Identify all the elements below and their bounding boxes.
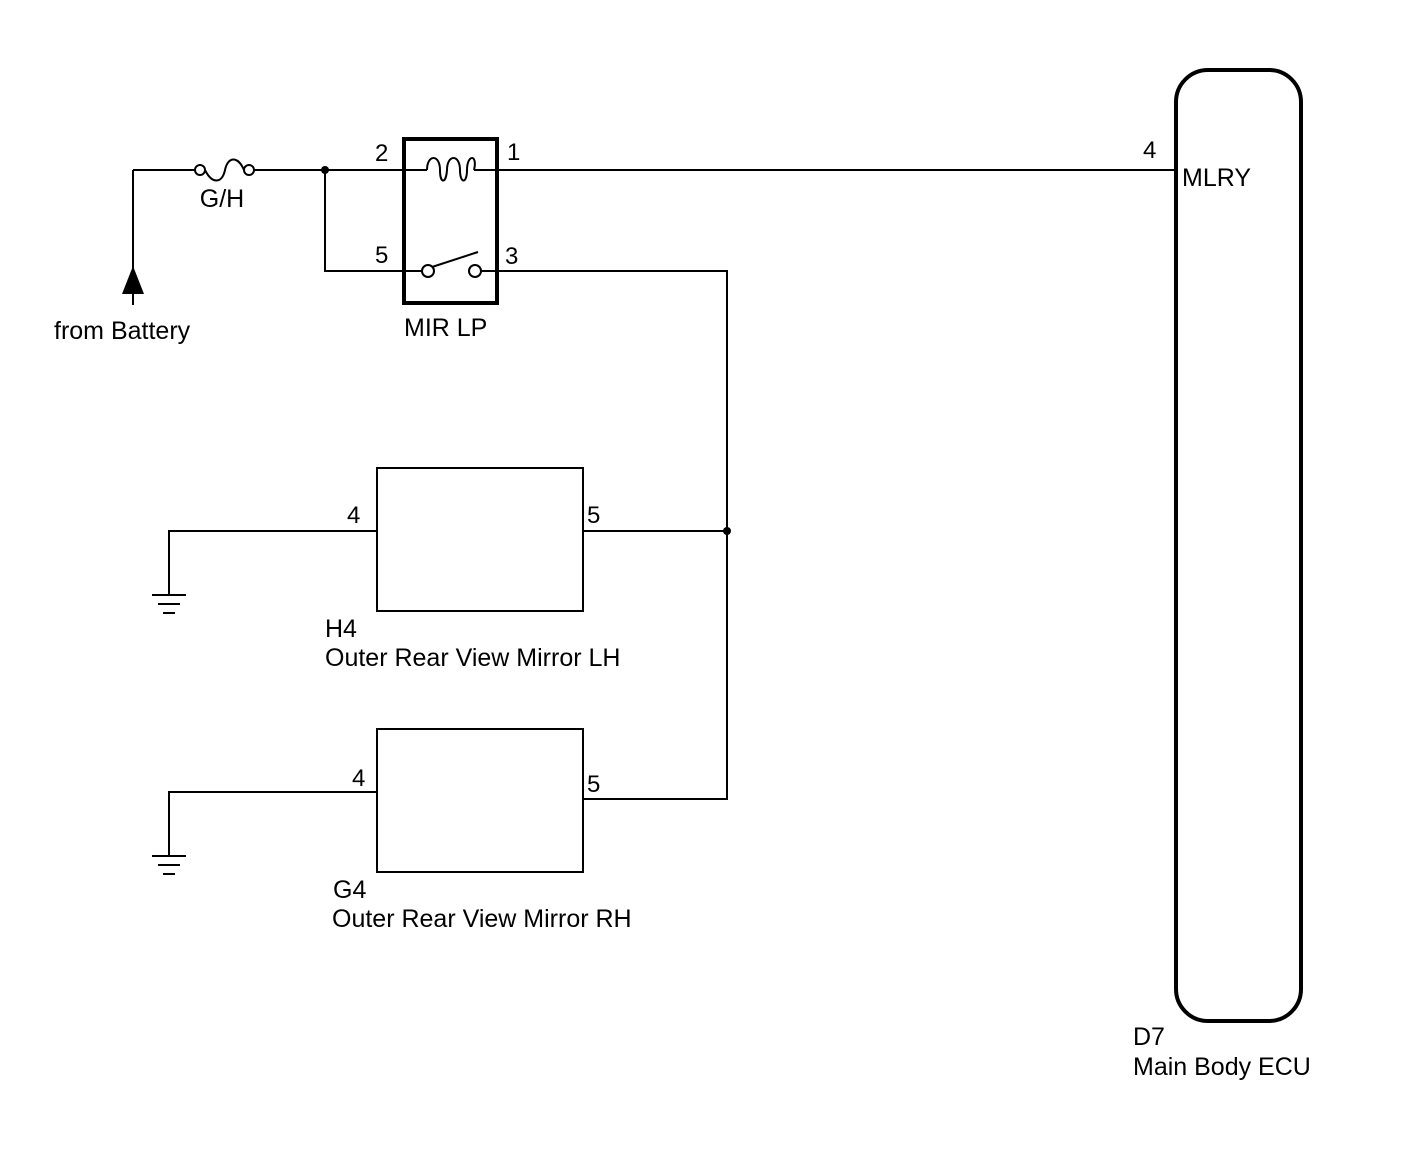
mirror-lh-name: Outer Rear View Mirror LH	[325, 644, 620, 672]
relay-coil-icon	[426, 157, 476, 182]
fuse-icon	[194, 158, 255, 182]
mirror-lh-ground-wire	[168, 530, 377, 594]
mirror-rh-name: Outer Rear View Mirror RH	[332, 905, 632, 933]
mirror-lh-pin-5: 5	[587, 502, 600, 529]
relay-switch-icon	[404, 251, 497, 278]
splice-point-mirrors	[723, 527, 731, 535]
battery-source-label: from Battery	[54, 317, 191, 345]
relay-mir-lp	[402, 137, 499, 305]
ecu-code: D7	[1133, 1023, 1165, 1051]
relay-name-label: MIR LP	[404, 314, 487, 342]
mirror-lh-code: H4	[325, 615, 357, 643]
mirror-lh-pin-4: 4	[347, 502, 360, 529]
relay-pin-5: 5	[375, 242, 388, 269]
mirror-rh-code: G4	[333, 876, 366, 904]
ground-icon	[152, 855, 186, 875]
mirror-power-wire	[497, 270, 728, 800]
relay-pin-3: 3	[505, 243, 518, 270]
mirror-lh-box	[376, 467, 584, 612]
mirror-rh-ground-wire	[168, 791, 377, 855]
ecu-name: Main Body ECU	[1133, 1053, 1311, 1081]
ecu-box	[1174, 68, 1303, 1023]
fuse-label: G/H	[200, 185, 244, 213]
relay-pin-2: 2	[375, 140, 388, 167]
battery-feed	[122, 169, 196, 305]
relay-switch-feed-wire	[324, 170, 404, 272]
ecu-pin-number: 4	[1143, 137, 1156, 164]
mirror-rh-pin-4: 4	[352, 765, 365, 792]
relay-pin-1: 1	[507, 139, 520, 166]
power-source-arrow-icon	[122, 266, 144, 294]
mirror-rh-pin-5: 5	[587, 771, 600, 798]
mirror-rh-box	[376, 728, 584, 873]
relay-box	[402, 137, 499, 305]
ground-icon	[152, 594, 186, 614]
ecu-pin-signal: MLRY	[1182, 164, 1251, 192]
